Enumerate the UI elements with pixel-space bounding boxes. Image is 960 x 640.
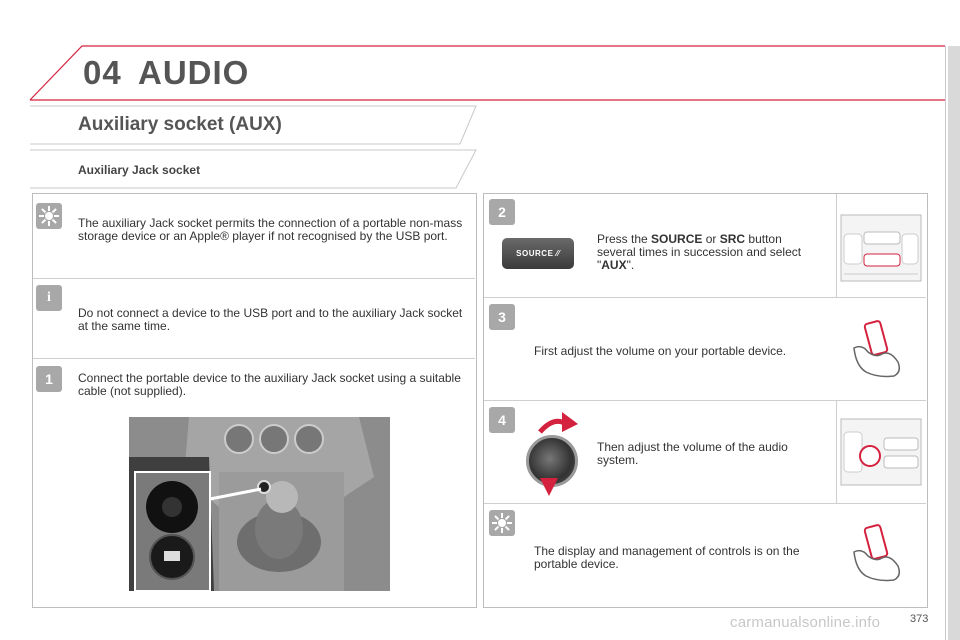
chapter-number: 04 xyxy=(83,54,122,91)
watermark: carmanualsonline.info xyxy=(730,614,881,631)
page-edge-rule xyxy=(945,46,946,640)
step-2-text: Press the SOURCE or SRC button several t… xyxy=(597,232,802,272)
chapter-title: AUDIO xyxy=(138,54,250,91)
section-title: Auxiliary socket (AUX) xyxy=(78,114,282,135)
step-4-text: Then adjust the volume of the audio syst… xyxy=(597,440,788,467)
source-button-label: SOURCE xyxy=(516,249,554,258)
divider xyxy=(836,194,837,298)
info-icon: i xyxy=(36,285,62,311)
radio-panel-volume-illustration xyxy=(840,418,922,486)
note-text-step-1: Connect the portable device to the auxil… xyxy=(78,371,461,398)
source-button-illustration: SOURCE ⁄⁄ xyxy=(502,238,574,269)
divider xyxy=(33,278,475,279)
tip-text-portable: The display and management of controls i… xyxy=(534,544,800,571)
note-text-aux-purpose: The auxiliary Jack socket permits the co… xyxy=(78,216,463,243)
divider xyxy=(484,503,926,504)
portable-device-hand-icon xyxy=(853,320,901,378)
step-2-icon: 2 xyxy=(489,199,515,225)
section-subtitle: Auxiliary Jack socket xyxy=(78,163,201,177)
radio-panel-source-illustration xyxy=(840,214,922,282)
divider xyxy=(484,297,926,298)
step-3-icon: 3 xyxy=(489,304,515,330)
divider xyxy=(33,358,475,359)
divider xyxy=(484,400,926,401)
gear-tip-icon xyxy=(36,203,62,229)
rotate-arrows-icon xyxy=(538,412,578,496)
chapter-header-frame xyxy=(29,45,945,101)
divider xyxy=(836,401,837,504)
volume-knob-illustration xyxy=(526,435,578,487)
step-3-text: First adjust the volume on your portable… xyxy=(534,344,787,358)
portable-device-hand-icon xyxy=(853,524,901,582)
section-heading-frames xyxy=(30,105,477,189)
page-number: 373 xyxy=(910,613,929,625)
note-text-warning: Do not connect a device to the USB port … xyxy=(78,306,463,333)
step-1-icon: 1 xyxy=(36,366,62,392)
gear-tip-icon xyxy=(489,510,515,536)
aux-socket-illustration xyxy=(129,417,390,591)
step-4-icon: 4 xyxy=(489,407,515,433)
page-edge-tab xyxy=(948,46,960,640)
